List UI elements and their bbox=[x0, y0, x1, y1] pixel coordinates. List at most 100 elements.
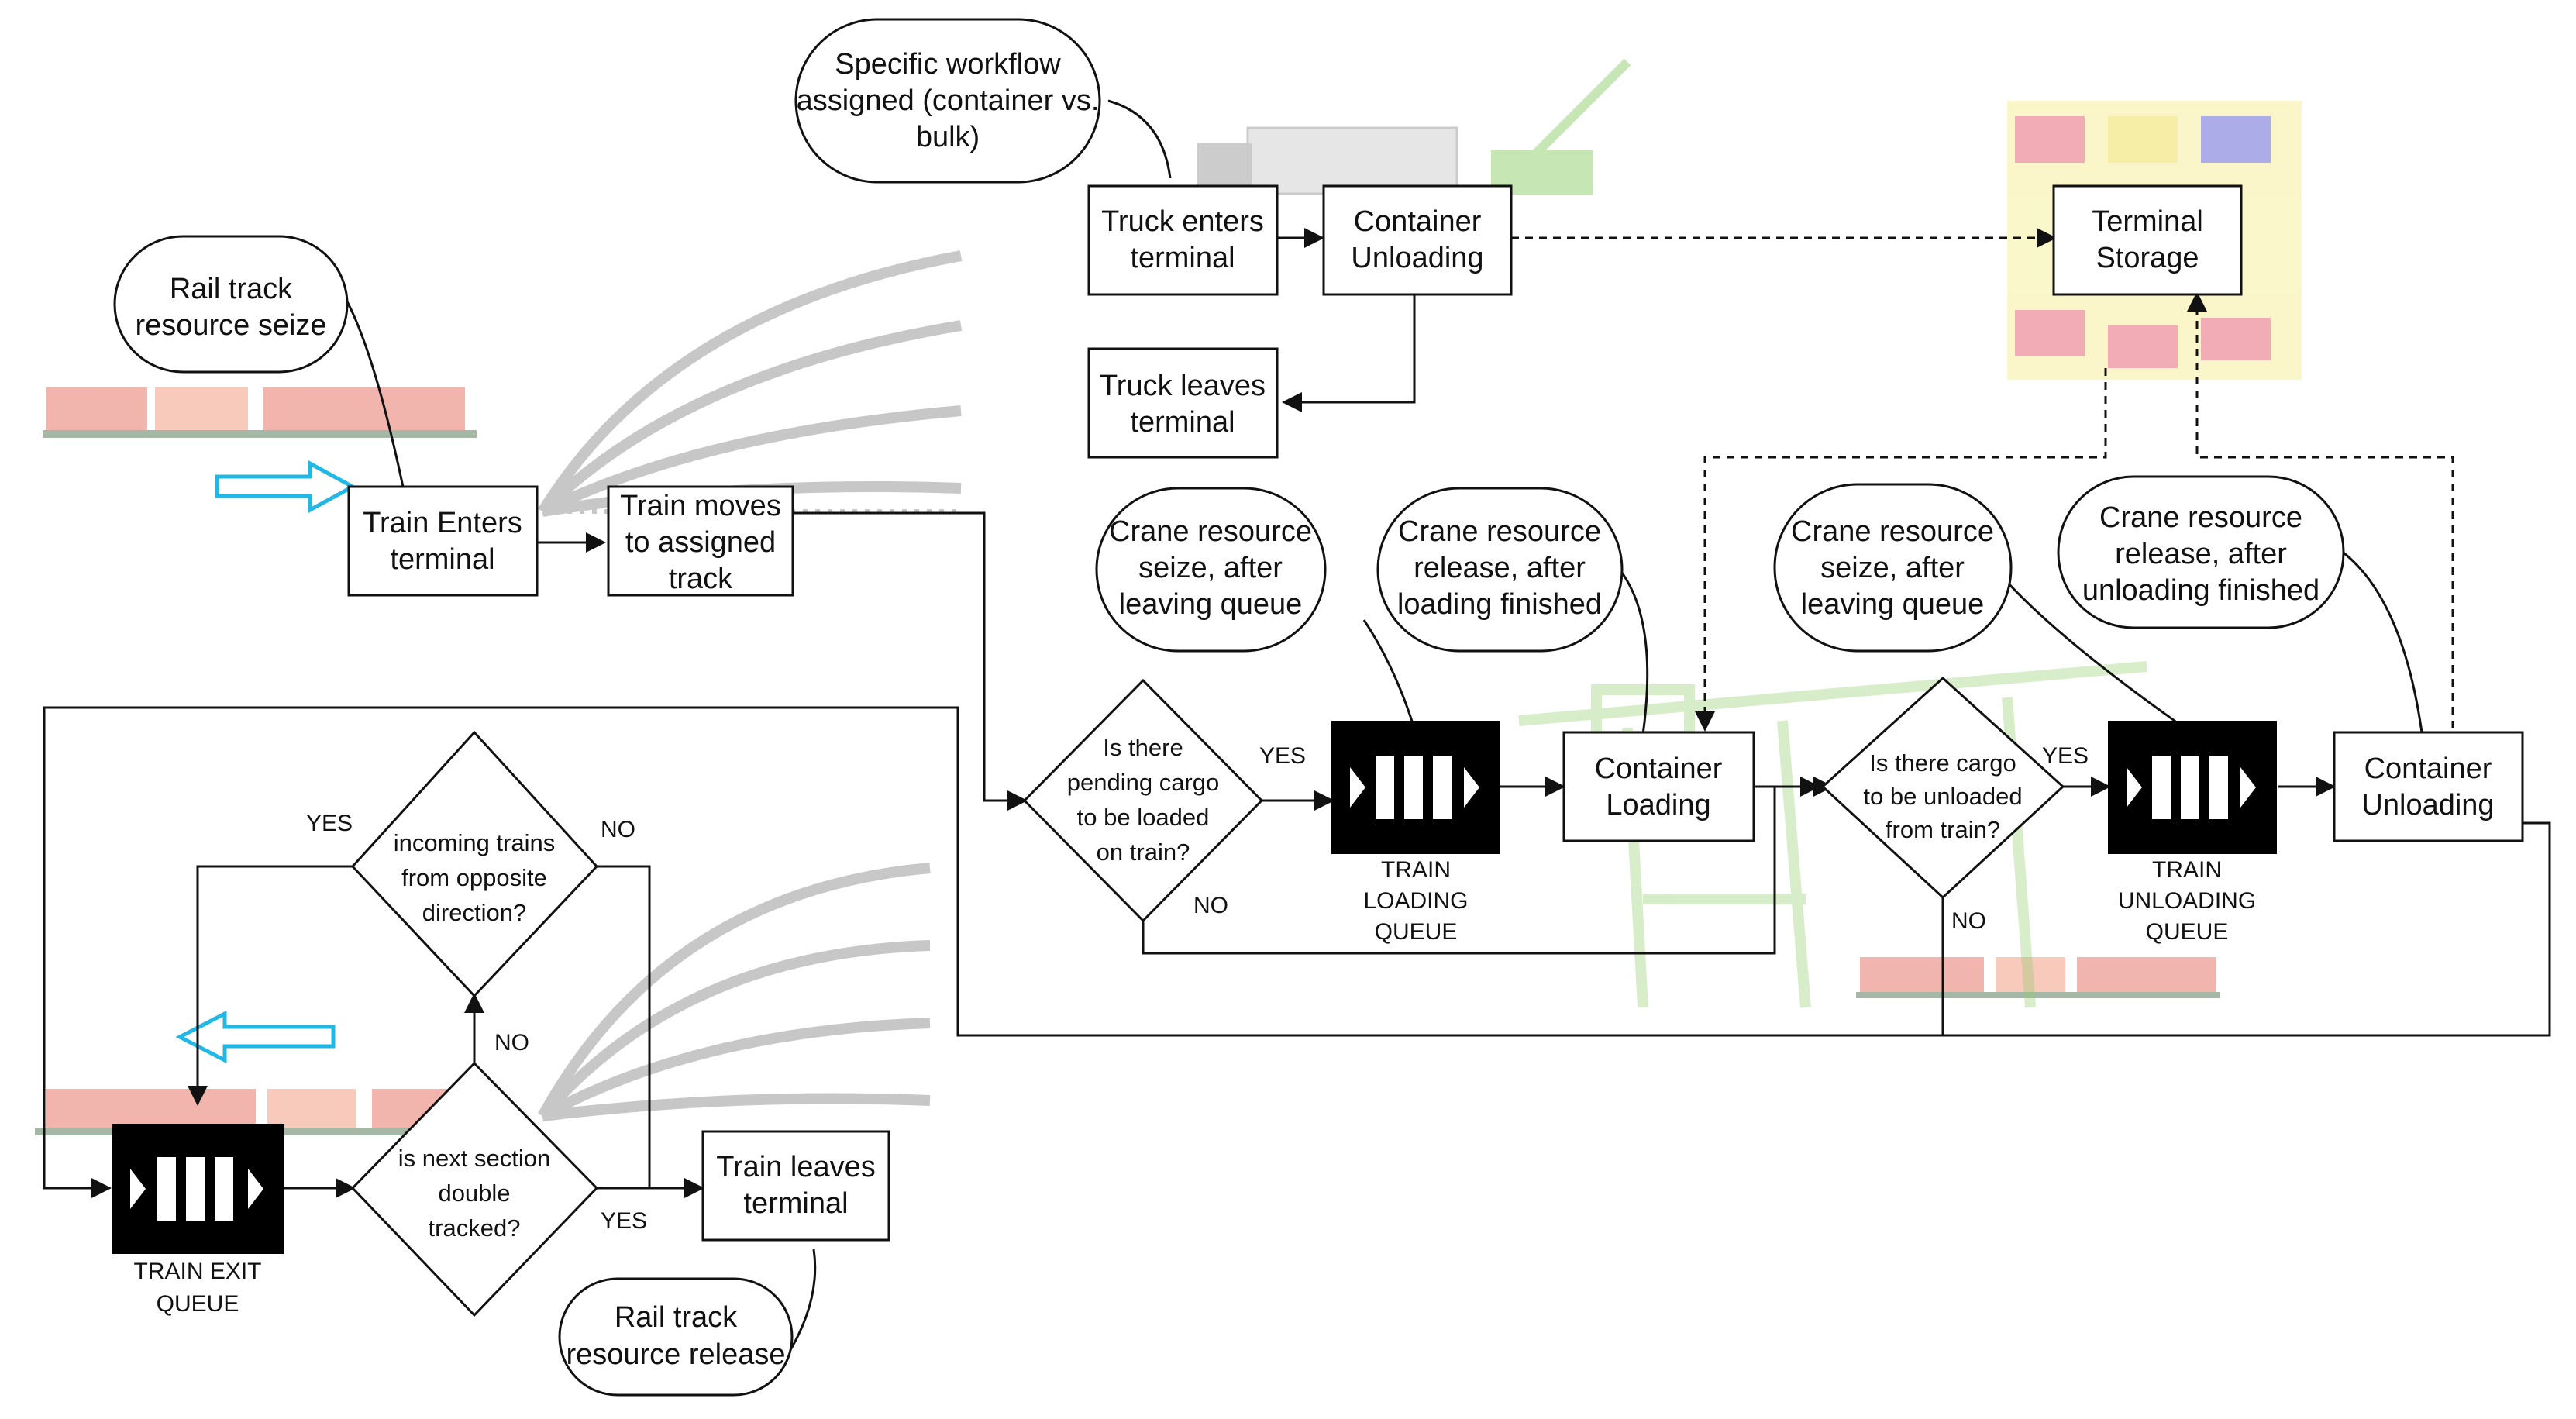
callout-crane-release-unload-line2: release, after bbox=[2115, 538, 2287, 570]
queue-exit-line1: TRAIN EXIT bbox=[133, 1259, 261, 1284]
process-container-loading: Container Loading bbox=[1562, 731, 1755, 842]
decision-incoming-trains-line3: direction? bbox=[422, 899, 526, 926]
decision-cargo-unload-line3: from train? bbox=[1886, 816, 2000, 843]
process-train-enters-line2: terminal bbox=[390, 543, 494, 576]
decision-pending-cargo-line3: to be loaded bbox=[1077, 804, 1210, 831]
callout-rail-release-line2: resource release bbox=[566, 1338, 785, 1371]
process-train-moves-line1: Train moves bbox=[620, 490, 781, 522]
connectors bbox=[43, 99, 2551, 1361]
decision-incoming-trains-line2: from opposite bbox=[401, 864, 547, 891]
queue-loading-icon bbox=[1331, 721, 1500, 854]
train-illustration-bottom-right bbox=[1856, 957, 2220, 998]
callout-crane-seize-load-line3: leaving queue bbox=[1119, 588, 1303, 621]
callout-crane-seize-load-line1: Crane resource bbox=[1109, 515, 1312, 548]
decision-cargo-unload-line1: Is there cargo bbox=[1869, 749, 2016, 777]
process-train-moves: Train moves to assigned track bbox=[607, 485, 794, 597]
process-terminal-storage-line2: Storage bbox=[2096, 242, 2199, 274]
queue-loading-line3: QUEUE bbox=[1375, 919, 1458, 945]
process-truck-enters-line2: terminal bbox=[1130, 242, 1235, 274]
callout-crane-seize-load-line2: seize, after bbox=[1138, 552, 1283, 584]
process-container-loading-line2: Loading bbox=[1606, 789, 1710, 821]
process-container-unloading-top-line1: Container bbox=[1354, 205, 1482, 238]
process-truck-leaves-line1: Truck leaves bbox=[1100, 370, 1266, 402]
queue-unloading-line2: UNLOADING bbox=[2118, 888, 2256, 914]
process-train-leaves: Train leaves terminal bbox=[701, 1130, 890, 1242]
callout-crane-seize-unload-line1: Crane resource bbox=[1791, 515, 1994, 548]
process-train-leaves-line1: Train leaves bbox=[716, 1151, 876, 1183]
process-container-unloading-top-line2: Unloading bbox=[1351, 242, 1483, 274]
edge-label-no-unload: NO bbox=[1951, 908, 1986, 934]
edge-label-no-incoming: NO bbox=[601, 817, 635, 842]
callout-crane-release-load-line2: release, after bbox=[1414, 552, 1586, 584]
edge-label-yes-double: YES bbox=[601, 1208, 647, 1234]
decision-incoming-trains-line1: incoming trains bbox=[394, 829, 555, 856]
queue-exit-line2: QUEUE bbox=[157, 1291, 239, 1317]
queue-unloading-line3: QUEUE bbox=[2146, 919, 2229, 945]
rail-tracks-top-illustration bbox=[538, 250, 963, 517]
process-truck-enters: Truck enters terminal bbox=[1087, 184, 1279, 296]
process-terminal-storage-line1: Terminal bbox=[2092, 205, 2203, 238]
exit-arrow-icon bbox=[175, 1010, 336, 1064]
callout-crane-seize-load: Crane resource seize, after leaving queu… bbox=[1095, 487, 1327, 653]
callout-rail-seize-line1: Rail track bbox=[170, 273, 293, 305]
reach-stacker-illustration bbox=[1491, 58, 1631, 195]
process-train-moves-line2: to assigned bbox=[625, 526, 776, 559]
truck-illustration bbox=[1197, 126, 1458, 195]
callout-crane-seize-unload: Crane resource seize, after leaving queu… bbox=[1773, 483, 2013, 653]
process-train-enters: Train Enters terminal bbox=[347, 485, 539, 597]
callout-crane-release-unload-line3: unloading finished bbox=[2082, 574, 2319, 607]
edge-label-yes-pending: YES bbox=[1259, 743, 1306, 769]
decision-pending-cargo: Is there pending cargo to be loaded on t… bbox=[1022, 678, 1264, 923]
process-truck-leaves: Truck leaves terminal bbox=[1087, 347, 1279, 459]
process-truck-enters-line1: Truck enters bbox=[1101, 205, 1264, 238]
callout-crane-release-load-line1: Crane resource bbox=[1398, 515, 1601, 548]
callout-rail-seize: Rail track resource seize bbox=[113, 235, 349, 374]
decision-pending-cargo-line4: on train? bbox=[1097, 839, 1190, 866]
callout-workflow-line3: bulk) bbox=[916, 121, 980, 153]
callout-workflow-line1: Specific workflow bbox=[835, 48, 1061, 81]
edge-label-yes-unload: YES bbox=[2042, 743, 2089, 769]
process-train-leaves-line2: terminal bbox=[743, 1187, 848, 1220]
callout-rail-release-line1: Rail track bbox=[615, 1301, 738, 1334]
process-container-unloading-right-line2: Unloading bbox=[2361, 789, 2494, 821]
callout-rail-release: Rail track resource release bbox=[558, 1277, 794, 1397]
decision-cargo-unload-line2: to be unloaded bbox=[1863, 783, 2022, 810]
callout-rail-seize-line2: resource seize bbox=[135, 309, 326, 342]
process-train-enters-line1: Train Enters bbox=[363, 507, 522, 539]
queue-exit-icon bbox=[112, 1124, 284, 1254]
decision-double-tracked: is next section double tracked? bbox=[350, 1061, 599, 1317]
process-container-loading-line1: Container bbox=[1595, 753, 1723, 785]
process-terminal-storage: Terminal Storage bbox=[2052, 184, 2243, 296]
queue-loading-line2: LOADING bbox=[1363, 888, 1468, 914]
decision-cargo-unload: Is there cargo to be unloaded from train… bbox=[1820, 676, 2065, 900]
edge-label-yes-incoming: YES bbox=[306, 811, 353, 836]
queue-unloading: TRAIN UNLOADING QUEUE bbox=[2108, 721, 2277, 945]
entry-arrow-icon bbox=[215, 460, 357, 514]
callout-crane-seize-unload-line3: leaving queue bbox=[1801, 588, 1985, 621]
process-container-unloading-right: Container Unloading bbox=[2333, 731, 2524, 842]
edge-label-no-pending: NO bbox=[1193, 893, 1228, 918]
train-illustration-top bbox=[43, 387, 477, 438]
callout-crane-seize-unload-line2: seize, after bbox=[1820, 552, 1965, 584]
rail-tracks-bottom-illustration bbox=[537, 863, 931, 1121]
callout-workflow: Specific workflow assigned (container vs… bbox=[794, 18, 1101, 184]
edge-labels: YES NO YES NO YES NO NO YES bbox=[306, 743, 2089, 1234]
queue-exit: TRAIN EXIT QUEUE bbox=[112, 1124, 284, 1317]
decision-pending-cargo-line1: Is there bbox=[1103, 734, 1183, 761]
queue-loading-line1: TRAIN bbox=[1381, 857, 1451, 883]
decision-double-tracked-line3: tracked? bbox=[429, 1214, 521, 1242]
callout-crane-release-unload: Crane resource release, after unloading … bbox=[2057, 475, 2345, 629]
edge-label-no-double: NO bbox=[494, 1030, 529, 1056]
queue-loading: TRAIN LOADING QUEUE bbox=[1331, 721, 1500, 945]
process-train-moves-line3: track bbox=[669, 563, 733, 595]
queue-unloading-line1: TRAIN bbox=[2152, 857, 2222, 883]
decision-pending-cargo-line2: pending cargo bbox=[1067, 769, 1220, 796]
callout-crane-release-load: Crane resource release, after loading fi… bbox=[1376, 487, 1624, 653]
callout-crane-release-unload-line1: Crane resource bbox=[2099, 501, 2302, 534]
decision-double-tracked-line1: is next section bbox=[398, 1145, 550, 1172]
decision-incoming-trains: incoming trains from opposite direction? bbox=[350, 730, 599, 998]
callout-crane-release-load-line3: loading finished bbox=[1397, 588, 1602, 621]
process-container-unloading-top: Container Unloading bbox=[1322, 184, 1513, 296]
process-container-unloading-right-line1: Container bbox=[2364, 753, 2492, 785]
